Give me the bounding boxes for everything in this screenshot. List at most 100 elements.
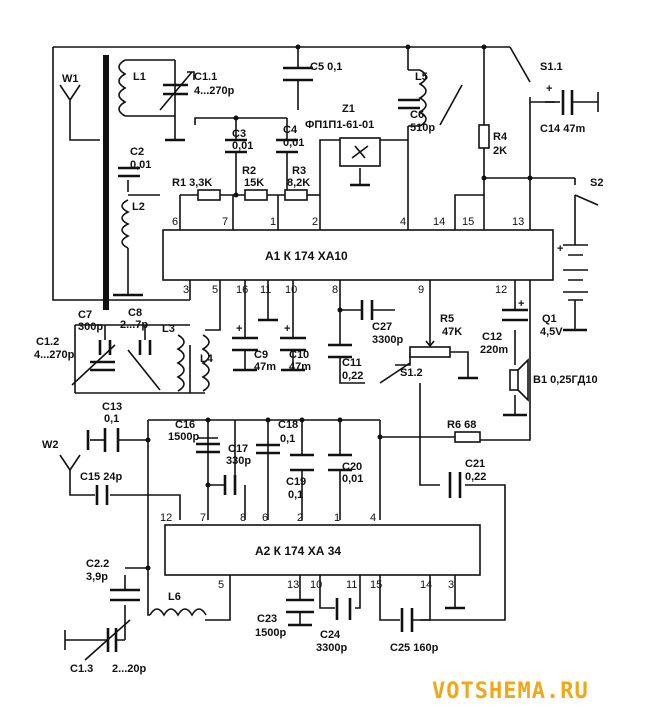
svg-text:S1.1: S1.1 <box>540 61 563 73</box>
svg-text:+: + <box>236 323 242 335</box>
svg-text:L4: L4 <box>200 353 214 365</box>
capacitor-c21-icon: C21 0,22 <box>448 458 486 498</box>
svg-text:0,22: 0,22 <box>465 471 486 483</box>
chip-a1: A1 К 174 ХА10 6 7 1 2 4 14 15 13 3 5 16 … <box>162 216 554 296</box>
svg-text:R1 3,3K: R1 3,3K <box>172 177 212 189</box>
svg-text:0,01: 0,01 <box>232 140 253 152</box>
svg-text:C2: C2 <box>130 146 144 158</box>
speaker-b1-icon: B1 0,25ГД10 <box>509 358 598 402</box>
svg-text:4: 4 <box>400 216 406 228</box>
svg-text:Z1: Z1 <box>342 103 355 115</box>
svg-text:C12: C12 <box>482 331 502 343</box>
svg-text:C25 160p: C25 160p <box>390 642 439 654</box>
svg-text:47K: 47K <box>442 326 462 338</box>
resistor-r5-icon: R5 47K <box>409 313 462 358</box>
svg-text:1: 1 <box>334 512 340 524</box>
capacitor-c3-icon: C3 0,01 <box>225 128 253 154</box>
capacitor-c11b-icon: C11 0,22 <box>328 343 363 382</box>
svg-text:0,01: 0,01 <box>283 137 304 149</box>
capacitor-c13-icon: C13 0,1 <box>102 401 122 452</box>
capacitor-c2-icon: C2 0,01 <box>118 146 151 178</box>
capacitor-c18-icon: C18 0,1 <box>256 419 298 455</box>
svg-text:C9: C9 <box>254 349 268 361</box>
svg-text:5: 5 <box>218 579 224 591</box>
capacitor-c13b-icon: C1.3 2...20p <box>64 619 147 675</box>
capacitor-c4-icon: C4 0,01 <box>276 124 304 154</box>
svg-text:3,9p: 3,9p <box>86 571 108 583</box>
svg-text:L3: L3 <box>162 323 175 335</box>
site-watermark: VOTSHEMA.RU <box>432 679 589 704</box>
switch-s2-icon: S2 <box>574 177 603 206</box>
resistor-r6-icon: R6 68 <box>447 419 481 443</box>
svg-text:8: 8 <box>332 284 338 296</box>
capacitor-c8-icon: C8 2...7p <box>120 307 161 391</box>
svg-text:3300p: 3300p <box>372 334 403 346</box>
svg-text:R3: R3 <box>292 165 306 177</box>
chip-a2: A2 К 174 ХА 34 12 7 8 6 2 1 4 5 13 10 11… <box>160 512 481 591</box>
capacitor-c12-icon: + C12 220m <box>480 298 528 356</box>
capacitor-c24-icon: C24 3300p <box>316 598 352 654</box>
capacitor-c22-icon: C2.2 3,9p <box>86 558 140 602</box>
svg-text:2K: 2K <box>493 145 507 157</box>
svg-text:8,2K: 8,2K <box>287 177 310 189</box>
inductor-l2-icon: L2 <box>121 199 145 249</box>
svg-text:220m: 220m <box>480 344 508 356</box>
svg-text:C3: C3 <box>232 128 246 140</box>
svg-text:11: 11 <box>260 284 271 296</box>
capacitor-c9-icon: + C9 47m <box>232 323 276 373</box>
svg-text:0,1: 0,1 <box>288 489 303 501</box>
svg-text:C16: C16 <box>175 419 195 431</box>
svg-text:B1 0,25ГД10: B1 0,25ГД10 <box>533 374 598 386</box>
svg-text:14: 14 <box>420 579 432 591</box>
svg-text:C14 47m: C14 47m <box>540 123 585 135</box>
svg-text:C21: C21 <box>465 458 485 470</box>
capacitor-c10-icon: + C10 47m <box>280 323 311 373</box>
svg-text:C13: C13 <box>102 401 122 413</box>
svg-text:0,22: 0,22 <box>342 370 363 382</box>
svg-text:4...270p: 4...270p <box>34 349 75 361</box>
svg-text:0,01: 0,01 <box>130 159 151 171</box>
capacitor-c19-icon: C19 0,1 <box>286 453 314 501</box>
svg-text:2...7p: 2...7p <box>120 319 148 331</box>
svg-text:15K: 15K <box>244 177 264 189</box>
switch-s12-icon: S1.2 <box>400 367 423 379</box>
svg-text:S2: S2 <box>590 177 603 189</box>
chip-a1-label: A1 К 174 ХА10 <box>265 249 348 263</box>
resistor-r1-icon: R1 3,3K <box>172 177 221 201</box>
ground-marks <box>86 138 587 627</box>
svg-text:0,1: 0,1 <box>280 433 295 445</box>
capacitor-c27-icon: C27 3300p <box>360 300 403 346</box>
svg-text:12: 12 <box>160 512 172 524</box>
svg-text:7: 7 <box>200 512 206 524</box>
svg-text:15: 15 <box>462 216 474 228</box>
svg-text:2...20p: 2...20p <box>112 663 147 675</box>
svg-text:R2: R2 <box>242 165 256 177</box>
svg-text:10: 10 <box>285 284 297 296</box>
inductor-l4-icon: L4 <box>200 334 214 392</box>
svg-text:9: 9 <box>418 284 424 296</box>
svg-text:C15 24p: C15 24p <box>80 471 122 483</box>
svg-text:0,01: 0,01 <box>342 473 363 485</box>
svg-text:330p: 330p <box>226 455 251 467</box>
inductor-l3-icon: L3 <box>162 323 185 392</box>
filter-z1-icon: Z1 ФП1П1-61-01 <box>305 103 381 167</box>
svg-text:13: 13 <box>287 579 299 591</box>
svg-text:C1.3: C1.3 <box>70 663 93 675</box>
svg-text:5: 5 <box>212 284 218 296</box>
svg-text:L1: L1 <box>133 71 146 83</box>
svg-text:10: 10 <box>310 579 322 591</box>
svg-text:1500p: 1500p <box>255 627 286 639</box>
svg-text:C10: C10 <box>289 349 309 361</box>
inductor-l6-icon: L6 <box>147 591 207 617</box>
svg-text:C20: C20 <box>342 461 362 473</box>
resistor-r4-icon: R4 2K <box>478 124 508 157</box>
capacitor-c25-icon: C25 160p <box>390 608 439 654</box>
svg-text:7: 7 <box>222 216 228 228</box>
svg-text:C17: C17 <box>228 443 248 455</box>
capacitor-c12x-icon: C1.2 4...270p <box>34 336 116 386</box>
svg-text:C23: C23 <box>257 613 277 625</box>
svg-text:ФП1П1-61-01: ФП1П1-61-01 <box>305 119 374 131</box>
svg-text:C27: C27 <box>372 321 392 333</box>
inductor-l1-icon: L1 <box>118 59 185 141</box>
capacitor-c14-icon: + C14 47m <box>540 83 599 135</box>
